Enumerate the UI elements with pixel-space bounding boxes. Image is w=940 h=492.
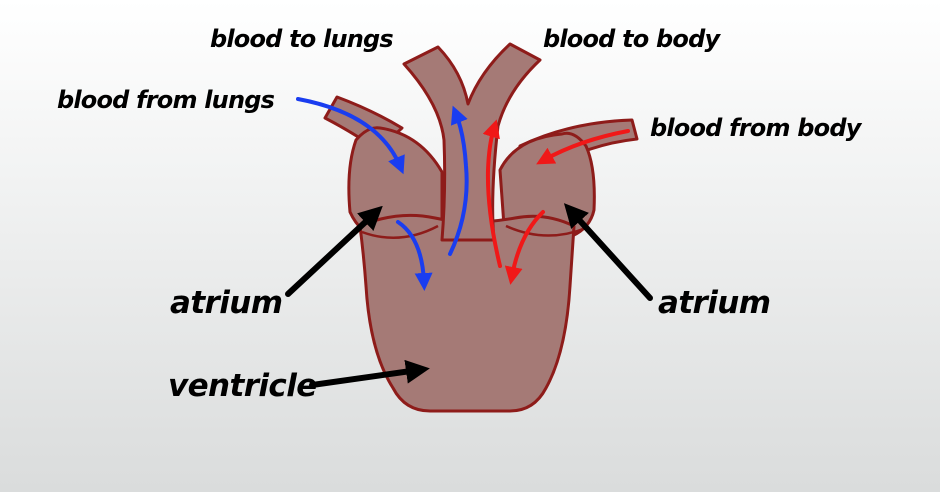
label-blood-from-body: blood from body — [650, 114, 863, 142]
ventricle-chamber — [360, 215, 574, 411]
label-atrium-left: atrium — [170, 285, 282, 321]
left-atrium-pointer-arrow — [288, 214, 374, 294]
label-blood-to-body: blood to body — [543, 25, 721, 53]
label-ventricle: ventricle — [168, 368, 317, 404]
label-atrium-right: atrium — [658, 285, 770, 321]
right-atrium-pointer-arrow — [572, 212, 650, 298]
label-blood-from-lungs: blood from lungs — [57, 86, 275, 114]
heart — [325, 44, 637, 411]
label-blood-to-lungs: blood to lungs — [210, 25, 393, 53]
